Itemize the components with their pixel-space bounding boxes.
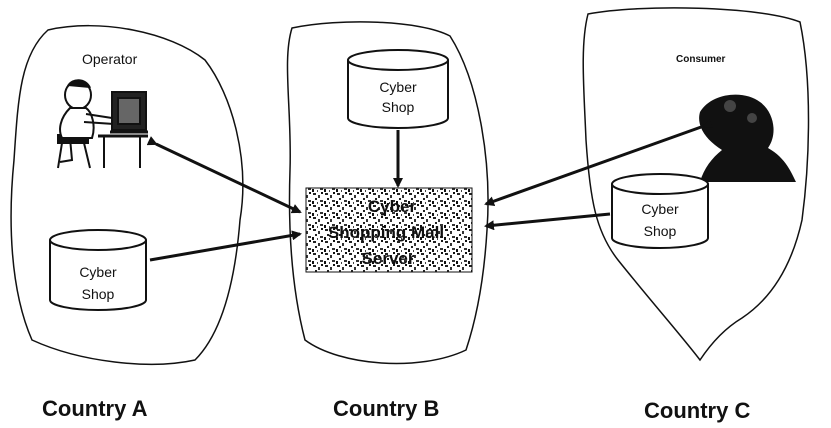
consumer-person-icon	[699, 94, 796, 182]
country-a-label: Country A	[42, 396, 148, 421]
cyber-shop-c-line1: Cyber	[641, 201, 679, 217]
cyber-shop-b-line2: Shop	[382, 99, 415, 115]
cyber-shopping-mall-server: Cyber Shopping Mall Server	[305, 187, 473, 273]
arrow-shop-a-to-server	[149, 230, 302, 262]
cyber-shop-database-b: Cyber Shop	[347, 49, 449, 129]
cyber-shop-c-line2: Shop	[644, 223, 677, 239]
cyber-shop-database-a: Cyber Shop	[49, 229, 147, 311]
cyber-shop-a-line2: Shop	[82, 286, 115, 302]
cyber-shop-a-line1: Cyber	[79, 264, 117, 280]
operator-label: Operator	[82, 51, 138, 67]
country-c-label: Country C	[644, 398, 750, 423]
server-line1: Cyber	[368, 197, 417, 216]
connection-arrows	[146, 118, 714, 262]
consumer-label: Consumer	[676, 54, 726, 65]
server-line3: Server	[362, 249, 415, 268]
cyber-shop-b-line1: Cyber	[379, 79, 417, 95]
region-a-outline	[10, 24, 244, 366]
arrow-consumer-server	[484, 118, 714, 207]
arrow-shop-c-to-server	[484, 212, 611, 231]
cyber-shop-database-c: Cyber Shop	[611, 173, 709, 249]
arrow-operator-server	[146, 136, 302, 214]
server-line2: Shopping Mall	[328, 223, 444, 242]
country-b-label: Country B	[333, 396, 439, 421]
operator-at-computer-icon	[57, 79, 148, 169]
